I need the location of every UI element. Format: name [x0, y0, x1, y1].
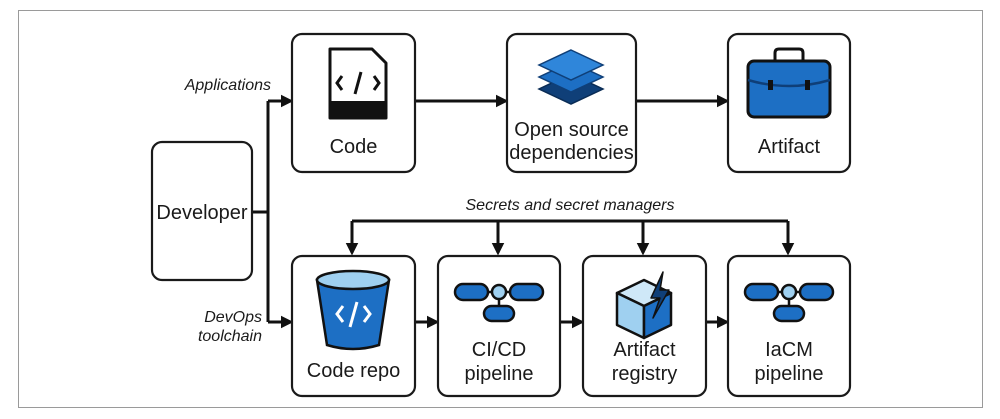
cicd-label-line2: pipeline	[465, 363, 534, 385]
cube-lightning-icon	[615, 271, 673, 340]
code-label: Code	[330, 136, 378, 158]
node-code: Code	[290, 32, 417, 174]
node-iacm-pipeline: IaCM pipeline	[726, 254, 852, 398]
iacm-label-line1: IaCM	[765, 339, 813, 361]
node-artifact: Artifact	[726, 32, 852, 174]
artifact-label: Artifact	[758, 136, 821, 158]
diagram-frame	[18, 10, 983, 408]
node-open-source-dependencies: Open source dependencies	[505, 32, 638, 174]
artifact-registry-label-line1: Artifact	[613, 339, 676, 361]
connectors	[252, 94, 795, 329]
layers-stack-icon	[537, 49, 605, 105]
code-repo-label: Code repo	[307, 360, 400, 382]
node-cicd-pipeline: CI/CD pipeline	[436, 254, 562, 398]
bucket-code-icon	[315, 269, 391, 351]
artifact-registry-label-line2: registry	[612, 363, 678, 385]
pipeline-nodes-icon	[743, 282, 835, 323]
briefcase-icon	[746, 47, 832, 119]
open-source-label-line1: Open source	[514, 119, 629, 141]
devops-label-line1: DevOps	[204, 309, 262, 326]
iacm-label-line2: pipeline	[755, 363, 824, 385]
secrets-label: Secrets and secret managers	[466, 197, 675, 214]
cicd-label-line1: CI/CD	[472, 339, 526, 361]
applications-label: Applications	[184, 77, 271, 94]
code-file-icon	[328, 47, 388, 120]
node-developer: Developer	[150, 140, 254, 282]
node-artifact-registry: Artifact registry	[581, 254, 708, 398]
developer-label: Developer	[156, 202, 248, 224]
devops-label-line2: toolchain	[198, 328, 262, 345]
pipeline-nodes-icon	[453, 282, 545, 323]
node-code-repo: Code repo	[290, 254, 417, 398]
open-source-label-line2: dependencies	[509, 142, 634, 164]
